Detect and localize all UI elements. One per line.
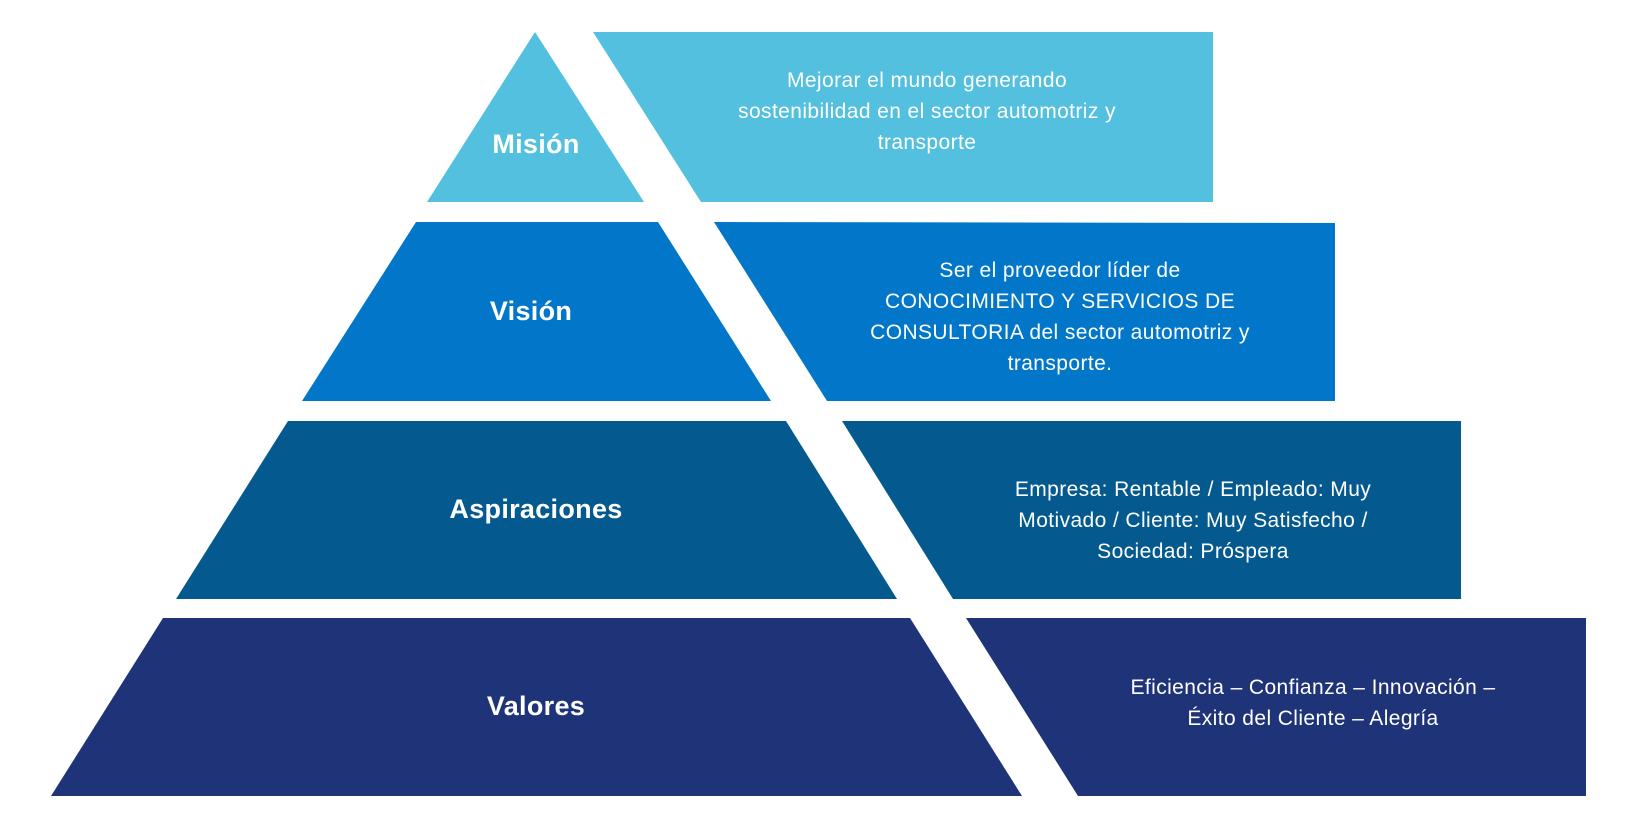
aspiraciones-trapezoid — [176, 421, 897, 599]
mision-banner — [593, 32, 1213, 202]
valores-description: Eficiencia – Confianza – Innovación – Éx… — [1130, 676, 1496, 730]
vision-description: Ser el proveedor líder de CONOCIMIENTO Y… — [870, 259, 1250, 375]
mision-description: Mejorar el mundo generando sostenibilida… — [738, 69, 1116, 154]
vision-banner — [714, 222, 1335, 401]
vision-trapezoid — [302, 222, 771, 401]
aspiraciones-title: Aspiraciones — [449, 494, 623, 524]
valores-trapezoid — [51, 618, 1022, 796]
aspiraciones-banner — [842, 421, 1461, 599]
valores-banner — [966, 618, 1586, 796]
mision-title: Misión — [492, 129, 580, 159]
mision-triangle — [427, 32, 644, 202]
vision-title: Visión — [489, 296, 573, 326]
aspiraciones-description: Empresa: Rentable / Empleado: Muy Motiva… — [1014, 478, 1372, 563]
valores-title: Valores — [486, 691, 586, 721]
